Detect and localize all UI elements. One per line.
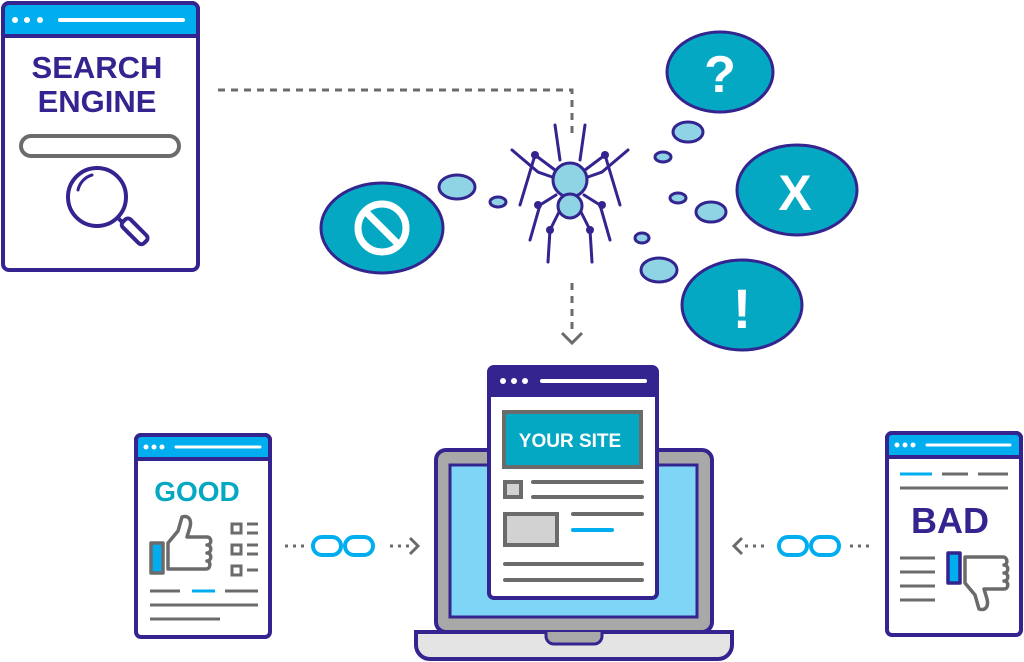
prohibited-icon <box>354 200 410 256</box>
bad-link-connector <box>731 535 872 557</box>
exclamation-bubble: ! <box>680 258 804 352</box>
exclamation-mark: ! <box>733 277 752 340</box>
thumbs-up-icon <box>149 514 213 575</box>
your-site-label: YOUR SITE <box>519 431 621 452</box>
spider-crawler-icon <box>510 123 630 264</box>
x-bubble: X <box>735 143 859 237</box>
good-site-card: GOOD <box>134 433 272 639</box>
bad-label: BAD <box>911 500 989 541</box>
x-mark: X <box>778 165 811 221</box>
crawl-connector <box>218 88 574 135</box>
good-label: GOOD <box>154 476 240 507</box>
blocked-bubble <box>319 181 445 275</box>
link-icon <box>311 535 375 557</box>
bad-site-card: BAD <box>885 431 1023 637</box>
search-engine-title-line2: ENGINE <box>38 84 157 119</box>
down-arrow <box>560 283 584 346</box>
search-bar <box>19 134 181 158</box>
good-link-connector <box>285 535 421 557</box>
small-bubbles <box>437 120 728 284</box>
question-mark: ? <box>704 46 736 104</box>
magnifier-icon <box>66 166 150 247</box>
search-engine-card: SEARCH ENGINE <box>1 1 200 272</box>
question-bubble: ? <box>665 30 775 114</box>
your-site-card: YOUR SITE <box>487 365 659 600</box>
thumbs-down-icon <box>946 551 1010 612</box>
link-icon <box>777 535 841 557</box>
search-engine-title-line1: SEARCH <box>32 50 163 85</box>
